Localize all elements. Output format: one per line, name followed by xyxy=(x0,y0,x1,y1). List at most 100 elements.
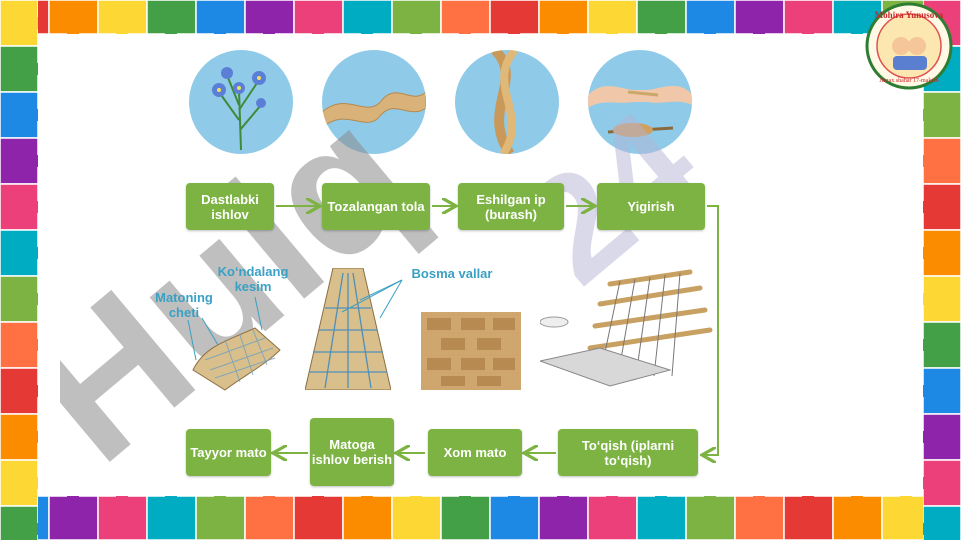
flax-plant-image xyxy=(189,50,293,154)
puzzle-nub xyxy=(67,28,79,34)
puzzle-nub xyxy=(704,28,716,34)
weaving-loom-image xyxy=(540,269,713,387)
woven-texture-image xyxy=(421,312,521,390)
puzzle-nub xyxy=(410,496,422,502)
puzzle-nub xyxy=(263,496,275,502)
puzzle-nub xyxy=(557,496,569,502)
step-primary-processing: Dastlabki ishlov xyxy=(186,183,274,230)
puzzle-nub xyxy=(312,28,324,34)
puzzle-nub xyxy=(508,496,520,502)
puzzle-nub xyxy=(32,247,38,259)
puzzle-nub xyxy=(459,496,471,502)
puzzle-nub xyxy=(116,28,128,34)
puzzle-nub xyxy=(67,496,79,502)
step-cleaned-fiber: Tozalangan tola xyxy=(322,183,430,230)
label-weave-rollers: Bosma vallar xyxy=(411,266,493,281)
puzzle-piece xyxy=(636,496,687,540)
puzzle-nub xyxy=(923,155,929,167)
puzzle-piece xyxy=(244,496,295,540)
puzzle-nub xyxy=(410,28,422,34)
cleaned-fiber-image xyxy=(322,50,426,154)
puzzle-nub xyxy=(923,339,929,351)
logo-name: Mohira Yunusova xyxy=(875,10,944,20)
puzzle-piece xyxy=(0,505,38,540)
puzzle-nub xyxy=(923,523,929,535)
puzzle-nub xyxy=(32,155,38,167)
puzzle-piece xyxy=(489,496,540,540)
puzzle-nub xyxy=(704,496,716,502)
puzzle-nub xyxy=(923,293,929,305)
puzzle-nub xyxy=(900,496,912,502)
puzzle-nub xyxy=(923,201,929,213)
puzzle-piece xyxy=(832,496,883,540)
step-fabric-finishing: Matoga ishlov berish xyxy=(310,418,394,486)
puzzle-nub xyxy=(32,63,38,75)
puzzle-nub xyxy=(655,28,667,34)
puzzle-piece xyxy=(923,229,961,277)
puzzle-nub xyxy=(753,496,765,502)
puzzle-piece xyxy=(146,496,197,540)
puzzle-piece xyxy=(923,137,961,185)
step-raw-fabric: Xom mato xyxy=(428,429,522,476)
puzzle-piece xyxy=(923,505,961,540)
puzzle-piece xyxy=(342,496,393,540)
puzzle-nub xyxy=(361,496,373,502)
spinning-image xyxy=(588,50,692,154)
puzzle-nub xyxy=(851,496,863,502)
puzzle-nub xyxy=(32,339,38,351)
puzzle-nub xyxy=(459,28,471,34)
puzzle-piece xyxy=(0,321,38,369)
step-weaving: To‘qish (iplarni to‘qish) xyxy=(558,429,698,476)
step-spinning: Yigirish xyxy=(597,183,705,230)
puzzle-piece xyxy=(0,137,38,185)
puzzle-piece xyxy=(391,496,442,540)
puzzle-nub xyxy=(32,385,38,397)
puzzle-nub xyxy=(32,109,38,121)
puzzle-nub xyxy=(802,28,814,34)
puzzle-piece xyxy=(734,496,785,540)
puzzle-nub xyxy=(32,477,38,489)
puzzle-nub xyxy=(923,385,929,397)
puzzle-nub xyxy=(32,523,38,535)
puzzle-nub xyxy=(923,431,929,443)
step-twisted-thread: Eshilgan ip (burash) xyxy=(458,183,564,230)
puzzle-nub xyxy=(923,247,929,259)
puzzle-piece xyxy=(0,413,38,461)
puzzle-nub xyxy=(606,496,618,502)
puzzle-piece xyxy=(923,183,961,231)
loom-cross-section-image xyxy=(305,268,391,390)
puzzle-nub xyxy=(32,431,38,443)
puzzle-piece xyxy=(0,367,38,415)
puzzle-piece xyxy=(923,91,961,139)
puzzle-piece xyxy=(0,275,38,323)
puzzle-nub xyxy=(214,28,226,34)
puzzle-frame-left xyxy=(0,0,38,540)
school-logo: Mohira Yunusova Jizzax shahar 17-maktab xyxy=(865,2,953,90)
label-cross-section: Ko‘ndalang kesim xyxy=(217,264,289,294)
step-finished-fabric: Tayyor mato xyxy=(186,429,271,476)
puzzle-nub xyxy=(655,496,667,502)
puzzle-nub xyxy=(606,28,618,34)
puzzle-nub xyxy=(923,477,929,489)
logo-subtitle: Jizzax shahar 17-maktab xyxy=(879,78,938,84)
puzzle-nub xyxy=(753,28,765,34)
puzzle-nub xyxy=(32,293,38,305)
label-fabric-edge: Matoning cheti xyxy=(155,290,213,320)
puzzle-nub xyxy=(923,109,929,121)
puzzle-nub xyxy=(312,496,324,502)
puzzle-nub xyxy=(214,496,226,502)
twisted-thread-image xyxy=(455,50,559,154)
puzzle-nub xyxy=(32,17,38,29)
puzzle-nub xyxy=(165,496,177,502)
puzzle-nub xyxy=(165,28,177,34)
puzzle-nub xyxy=(32,201,38,213)
fabric-sample-image xyxy=(192,327,281,391)
puzzle-nub xyxy=(361,28,373,34)
puzzle-nub xyxy=(116,496,128,502)
puzzle-nub xyxy=(263,28,275,34)
puzzle-nub xyxy=(802,496,814,502)
puzzle-frame-bottom xyxy=(0,496,961,540)
puzzle-nub xyxy=(508,28,520,34)
